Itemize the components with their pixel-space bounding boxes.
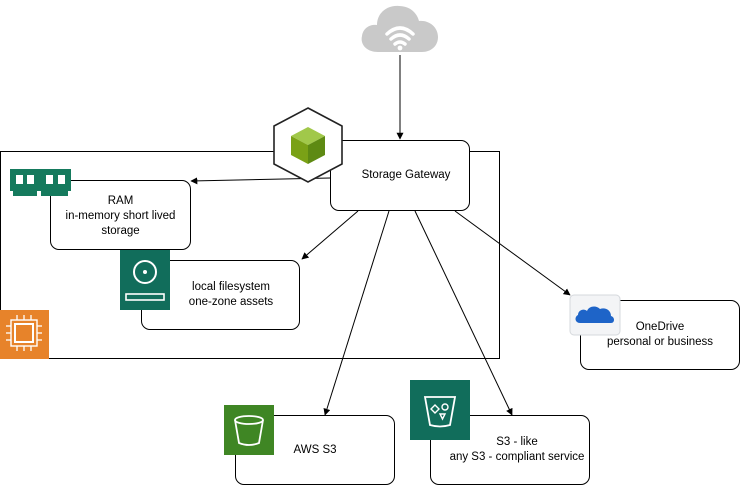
s3-bucket-icon xyxy=(224,405,274,455)
local-filesystem-line2: one-zone assets xyxy=(188,296,274,308)
s3-compatible-line1: S3 - like xyxy=(496,436,538,448)
ram-label: RAM in-memory short lived storage xyxy=(51,181,190,249)
ram-label-line2: in-memory short lived xyxy=(65,209,176,222)
local-filesystem-label: local filesystem one-zone assets xyxy=(162,261,300,329)
bucket-with-shapes-icon xyxy=(410,380,470,440)
ec2-boundary xyxy=(0,151,500,359)
ram-label-line3: storage xyxy=(101,224,140,237)
s3-compatible-label: S3 - like any S3 - compliant service xyxy=(443,416,591,484)
onedrive-icon xyxy=(569,294,621,336)
hard-disk-icon xyxy=(120,250,170,310)
onedrive-line2: personal or business xyxy=(606,336,714,348)
edge-gateway-onedrive xyxy=(454,210,571,296)
storage-gateway-node[interactable]: Storage Gateway xyxy=(330,140,470,211)
edge-gateway-awss3 xyxy=(323,210,390,416)
cube-icon xyxy=(273,107,343,183)
edge-gateway-localfs xyxy=(301,210,359,260)
local-filesystem-line1: local filesystem xyxy=(192,281,270,293)
ram-label-line1: RAM xyxy=(107,194,134,207)
edge-gateway-s3like xyxy=(414,210,513,416)
ram-node[interactable]: RAM in-memory short lived storage xyxy=(50,180,191,250)
onedrive-label: OneDrive personal or business xyxy=(581,301,739,369)
cloud-wifi-icon xyxy=(361,5,438,52)
ec2-instance-icon xyxy=(0,310,49,359)
s3-compatible-line2: any S3 - compliant service xyxy=(449,451,585,463)
onedrive-line1: OneDrive xyxy=(635,321,685,333)
memory-module-icon xyxy=(10,169,71,196)
aws-s3-label: AWS S3 xyxy=(293,443,337,456)
storage-gateway-label: Storage Gateway xyxy=(361,169,451,181)
